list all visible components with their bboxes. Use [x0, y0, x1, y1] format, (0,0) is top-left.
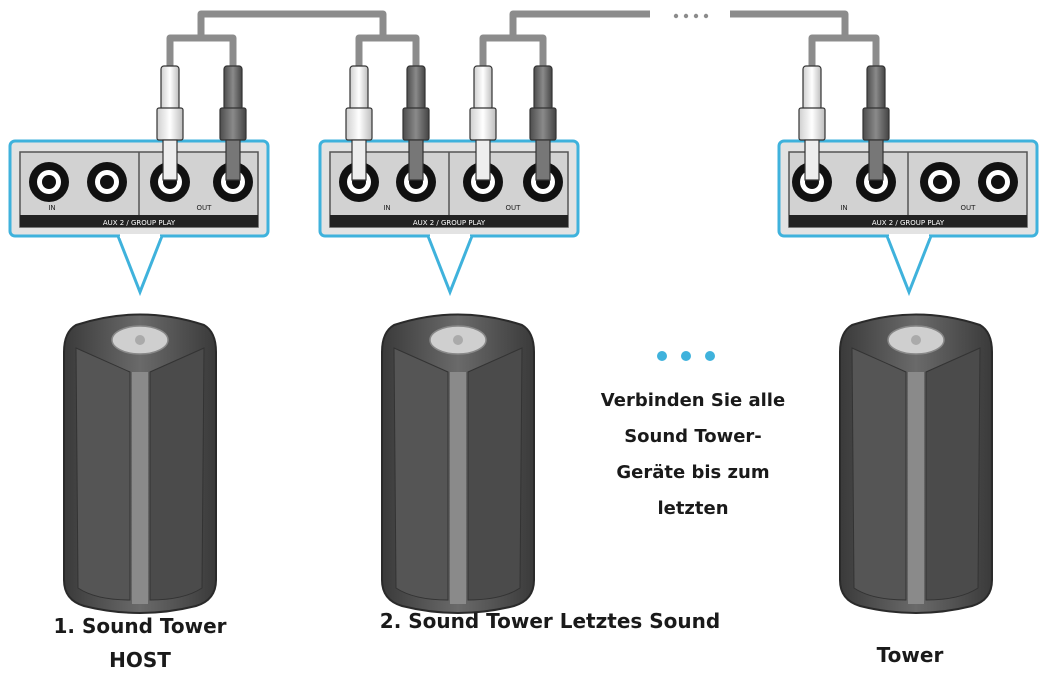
- cable-gap-dots: [673, 13, 709, 19]
- speaker-label-last: Tower: [876, 643, 944, 667]
- speaker-last: [839, 313, 993, 614]
- speaker-label-line: 1. Sound Tower: [53, 614, 227, 638]
- speaker-label-host: 1. Sound Tower HOST: [30, 609, 250, 677]
- speaker-second: [381, 313, 535, 614]
- instruction-text: Verbinden Sie alle Sound Tower- Geräte b…: [578, 383, 808, 527]
- instruction-line: letzten: [657, 498, 729, 519]
- port-in-label: IN: [48, 204, 55, 212]
- panel-label: AUX 2 / GROUP PLAY: [413, 219, 486, 227]
- speaker-host: [63, 313, 217, 614]
- jack-out-left: [920, 162, 960, 202]
- instruction-line: Sound Tower-: [624, 426, 762, 447]
- cable-next-to-last: [730, 10, 880, 68]
- panel-label: AUX 2 / GROUP PLAY: [872, 219, 945, 227]
- cable-second-to-next: [479, 10, 650, 68]
- port-out-label: OUT: [506, 204, 522, 212]
- plug-white: [469, 65, 497, 181]
- jack-in-left: [29, 162, 69, 202]
- plug-white: [156, 65, 184, 181]
- plug-white: [798, 65, 826, 181]
- port-out-label: OUT: [961, 204, 977, 212]
- instruction-line: Verbinden Sie alle: [600, 390, 786, 411]
- speaker-label-line: HOST: [109, 648, 171, 672]
- cables: [166, 10, 880, 68]
- jack-in-right: [856, 162, 896, 202]
- rca-plugs: [156, 65, 890, 181]
- panel-last: AUX 2 / GROUP PLAY IN OUT: [777, 139, 1039, 297]
- plug-gray: [862, 65, 890, 181]
- panel-label: AUX 2 / GROUP PLAY: [103, 219, 176, 227]
- jack-in-right: [87, 162, 127, 202]
- port-in-label: IN: [840, 204, 847, 212]
- instruction-line: Geräte bis zum: [616, 462, 770, 483]
- more-devices-dots-icon: [657, 351, 715, 361]
- port-out-label: OUT: [197, 204, 213, 212]
- speaker-label-second: 2. Sound Tower Letztes Sound: [379, 609, 721, 633]
- plug-gray: [529, 65, 557, 181]
- cable-host-to-second: [166, 10, 420, 68]
- panel-host: AUX 2 / GROUP PLAY IN OUT: [8, 139, 270, 297]
- port-in-label: IN: [383, 204, 390, 212]
- plug-gray: [219, 65, 247, 181]
- plug-white: [345, 65, 373, 181]
- jack-out-right: [978, 162, 1018, 202]
- plug-gray: [402, 65, 430, 181]
